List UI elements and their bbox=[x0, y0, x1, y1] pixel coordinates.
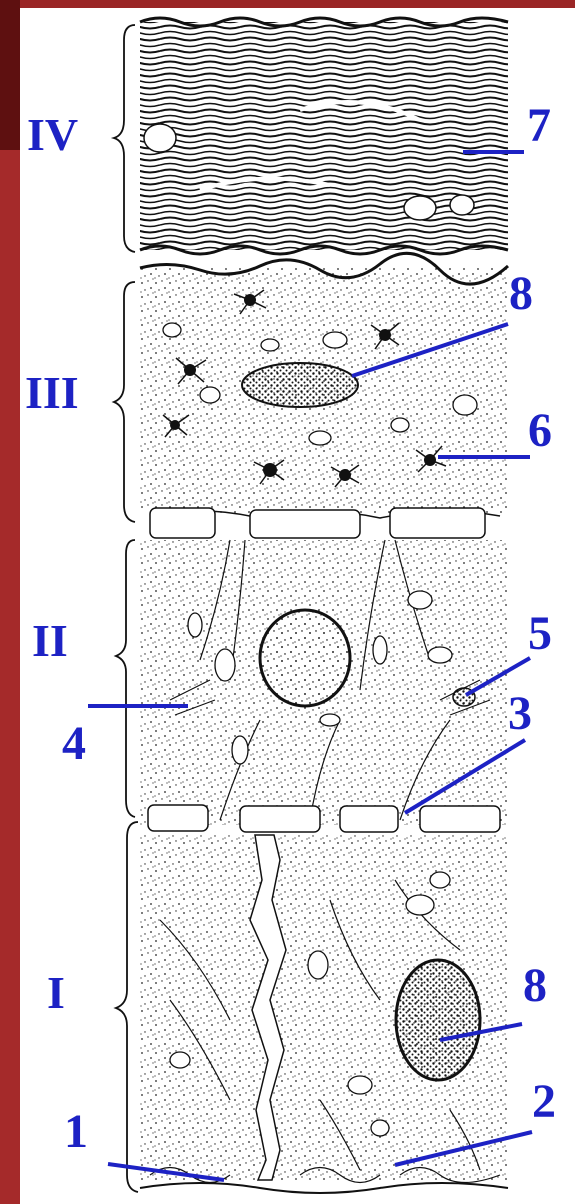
layer-i-basal-region bbox=[140, 835, 508, 1193]
brace-iv bbox=[114, 25, 135, 252]
layer-label-ii: II bbox=[32, 618, 68, 664]
callout-5: 5 bbox=[528, 610, 552, 658]
layer-iii-cellular-region bbox=[140, 253, 508, 538]
callout-2: 2 bbox=[532, 1078, 556, 1126]
callout-1: 1 bbox=[64, 1108, 88, 1156]
brace-i bbox=[116, 822, 138, 1192]
layer-label-i: I bbox=[47, 970, 65, 1016]
callout-4: 4 bbox=[62, 720, 86, 768]
brace-ii bbox=[116, 540, 135, 817]
layer-braces bbox=[114, 25, 138, 1192]
layer-label-iv: IV bbox=[27, 112, 78, 158]
callout-3: 3 bbox=[508, 690, 532, 738]
layer-label-iii: III bbox=[25, 370, 79, 416]
brace-iii bbox=[114, 282, 135, 522]
callout-6: 6 bbox=[528, 407, 552, 455]
layer-ii-cellular-region bbox=[140, 540, 508, 832]
callout-7: 7 bbox=[527, 102, 551, 150]
layer-iv-fibrous-region bbox=[140, 18, 508, 254]
callout-8-upper: 8 bbox=[509, 270, 533, 318]
callout-8-lower: 8 bbox=[523, 962, 547, 1010]
